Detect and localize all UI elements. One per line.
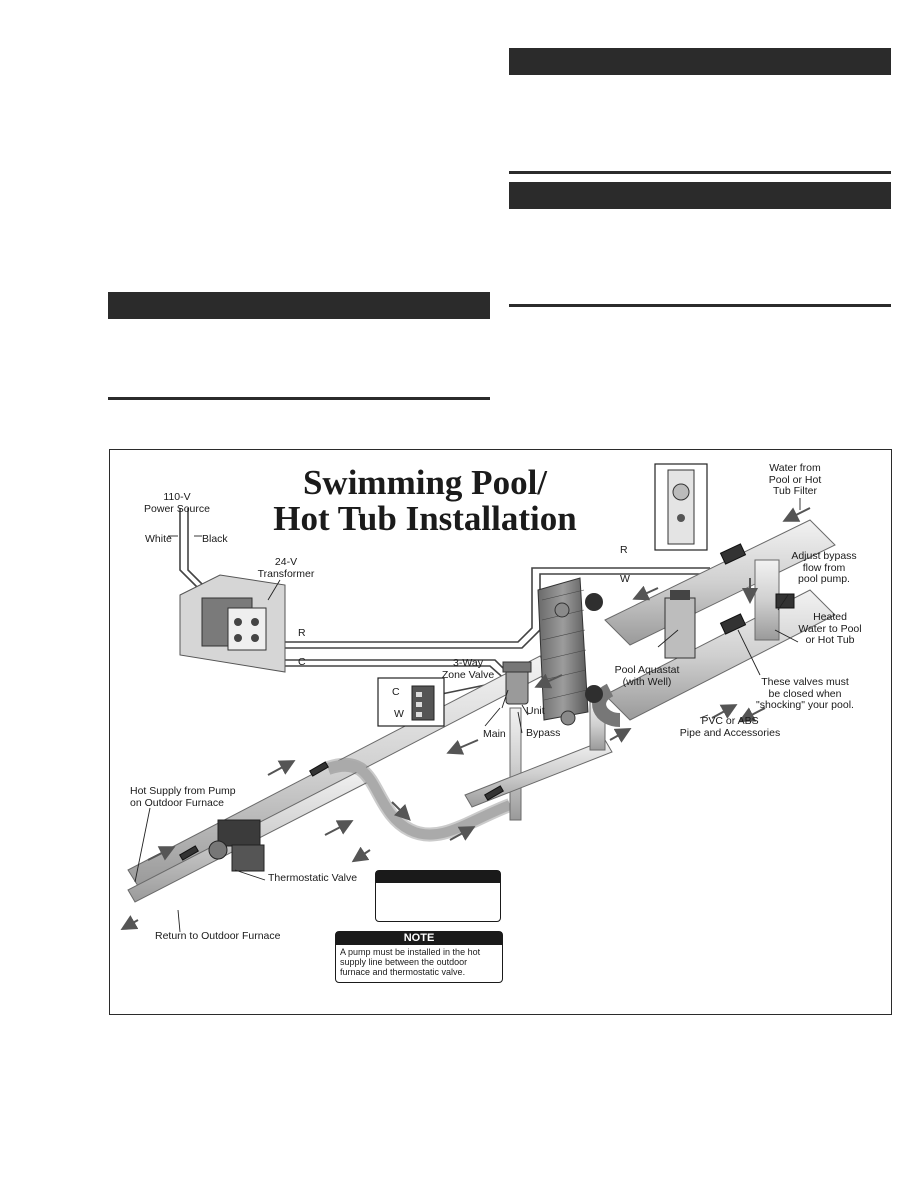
terminal-w-label: W — [394, 708, 404, 720]
thermostatic-valve — [208, 819, 265, 872]
note-text: A pump must be installed in the hot supp… — [340, 947, 481, 977]
thermostatic-valve-label: Thermostatic Valve — [268, 872, 358, 884]
c-mid-label: C — [298, 656, 306, 668]
aquastat-label: Pool Aquastat (with Well) — [614, 664, 680, 688]
zone-valve-label: 3-Way Zone Valve — [441, 657, 495, 681]
installation-diagram: Swimming Pool/ Hot Tub Installation 110-… — [109, 449, 892, 1015]
hot-supply-label: Hot Supply from Pump on Outdoor Furnace — [130, 785, 236, 809]
zone-valve — [502, 661, 532, 705]
transformer — [179, 574, 286, 673]
r-top-label: R — [620, 544, 628, 556]
w-top-label: W — [620, 573, 630, 585]
valves-closed-label: These valves must be closed when "shocki… — [756, 676, 854, 711]
diagram-artwork — [120, 463, 836, 933]
heat-exchanger — [537, 577, 603, 726]
note-title: NOTE — [336, 932, 502, 945]
blank-callout-box — [375, 870, 501, 922]
white-wire-label: White — [145, 533, 172, 545]
blank-callout-header — [376, 871, 500, 883]
note-box: NOTE A pump must be installed in the hot… — [335, 931, 503, 983]
left-section-rule — [108, 397, 490, 400]
right-section-rule-2 — [509, 304, 891, 307]
terminal-c-label: C — [392, 686, 400, 698]
transformer-label: 24-V Transformer — [257, 556, 315, 580]
unit-label: Unit — [526, 705, 545, 717]
main-label: Main — [483, 728, 506, 740]
right-section-header-1 — [509, 48, 891, 75]
pool-aquastat — [664, 590, 696, 659]
r-mid-label: R — [298, 627, 306, 639]
ball-valves — [179, 543, 795, 861]
flow-arrows — [120, 507, 811, 930]
bypass-label: Bypass — [526, 727, 561, 739]
right-section-header-2 — [509, 182, 891, 209]
leader-lines — [134, 498, 801, 933]
power-source-label: 110-V Power Source — [144, 491, 210, 515]
heated-water-label: Heated Water to Pool or Hot Tub — [798, 611, 862, 646]
adjust-bypass-label: Adjust bypass flow from pool pump. — [791, 550, 857, 585]
left-section-header — [108, 292, 490, 319]
diagram-title-line2: Hot Tub Installation — [273, 499, 577, 538]
return-label: Return to Outdoor Furnace — [155, 930, 281, 942]
diagram-title-line1: Swimming Pool/ — [302, 463, 548, 502]
pvc-label: PVC or ABS Pipe and Accessories — [679, 715, 781, 739]
water-from-label: Water from Pool or Hot Tub Filter — [768, 462, 822, 497]
right-section-rule-1 — [509, 171, 891, 174]
terminal-box-inset — [377, 677, 445, 727]
aquastat-inset — [654, 463, 708, 551]
black-wire-label: Black — [202, 533, 228, 545]
